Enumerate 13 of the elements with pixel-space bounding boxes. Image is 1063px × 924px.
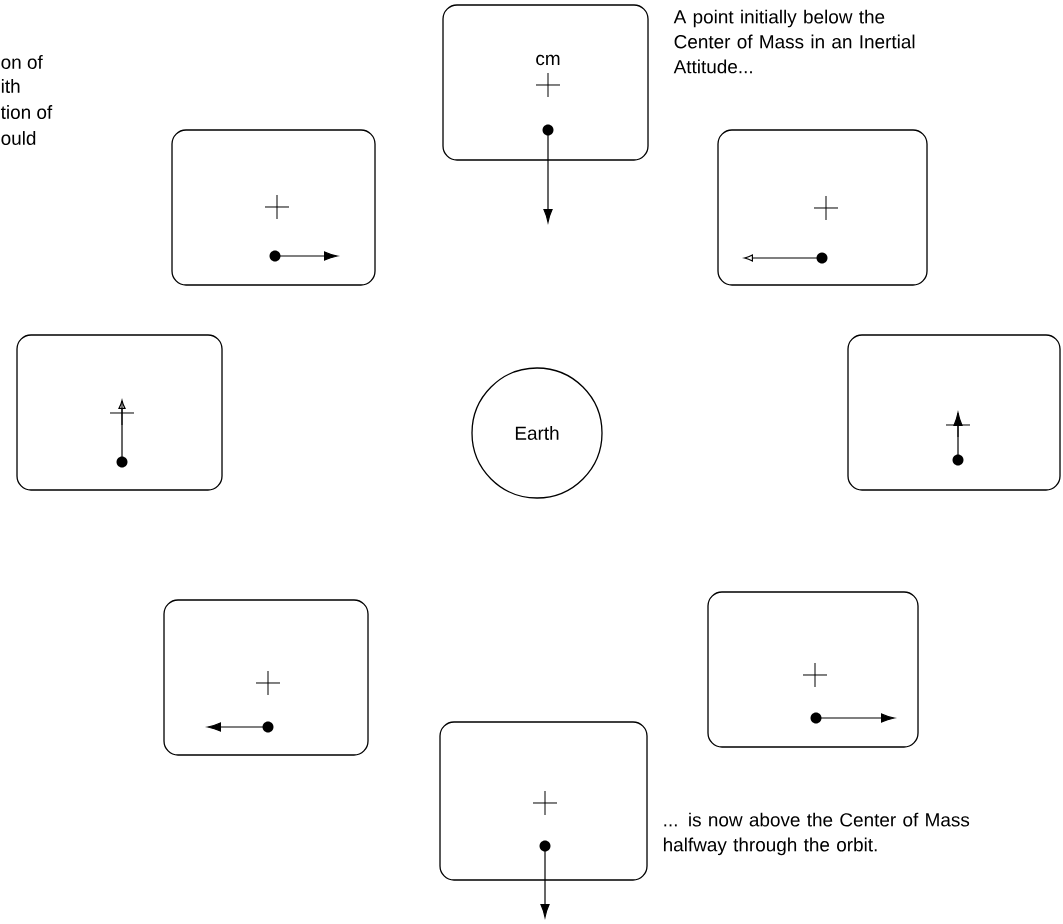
position-box: cm — [442, 4, 649, 161]
position-box — [163, 599, 369, 756]
position-box — [847, 334, 1061, 491]
position-box — [171, 129, 376, 286]
description-text: ould — [1, 131, 36, 145]
position-box — [707, 591, 919, 748]
position-box — [717, 129, 928, 286]
description-text: A point initially below the Center of Mass in an Inertial Attitude... — [673, 9, 915, 74]
description-text: tion of — [0, 105, 53, 119]
position-box — [16, 334, 223, 491]
position-box — [439, 721, 648, 881]
description-text: on of — [1, 55, 43, 69]
description-text: ith — [1, 79, 20, 93]
